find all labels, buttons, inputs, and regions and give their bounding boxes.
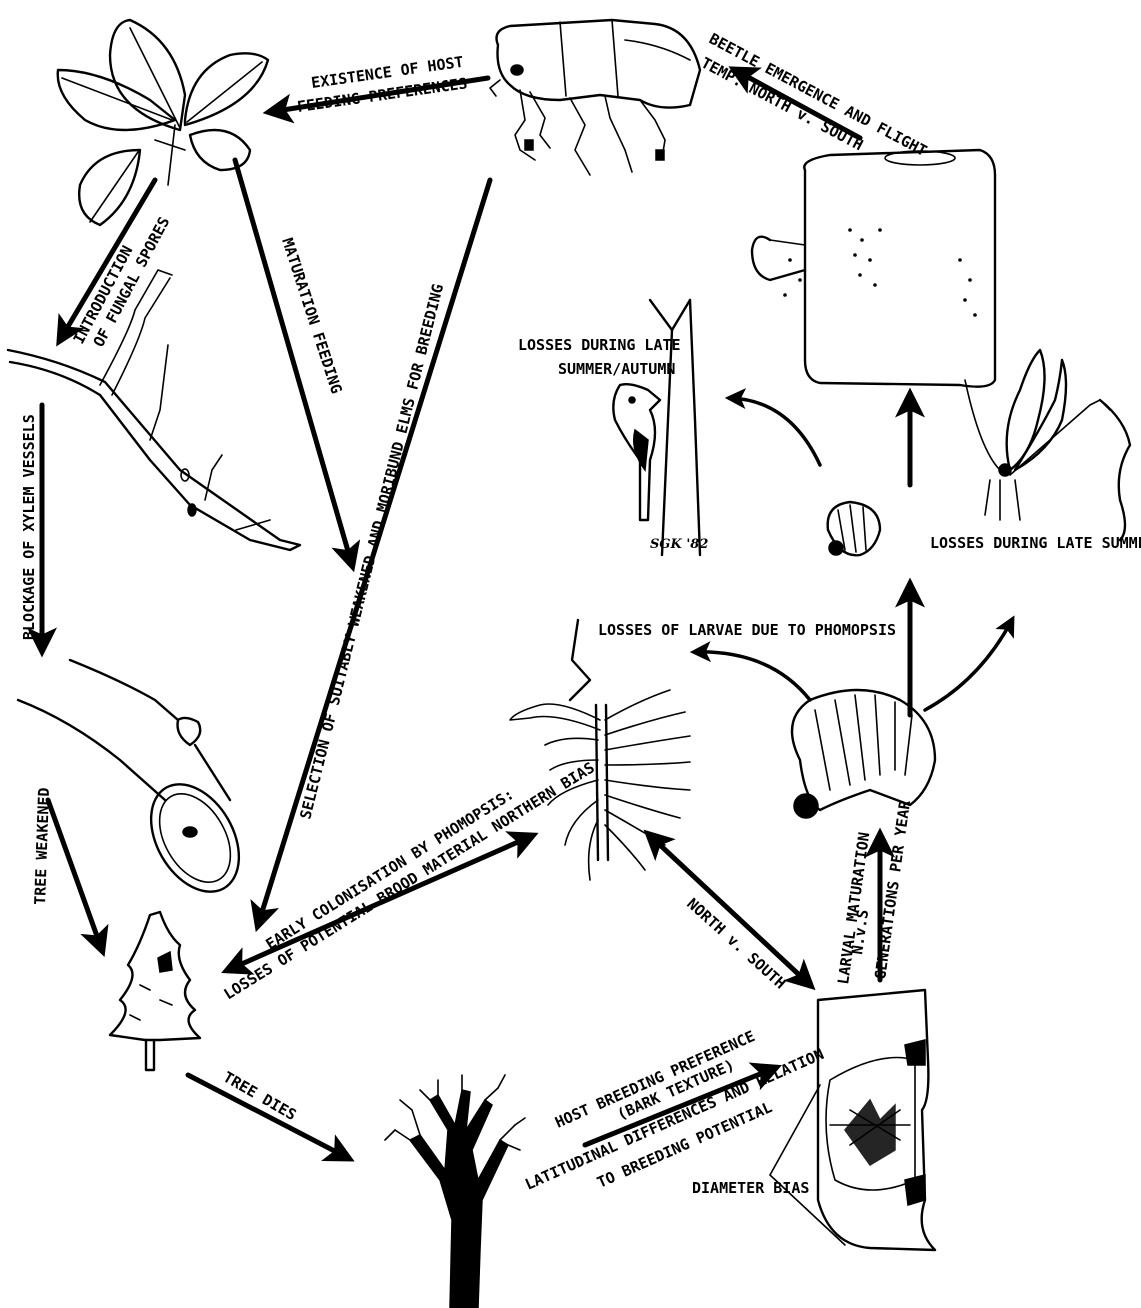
twig-illustration [8, 270, 300, 550]
label-losses-late-summer: LOSSES DURING LATE SUMMER [930, 534, 1141, 552]
dead-tree-illustration [385, 1075, 525, 1308]
larval-galleries-illustration [510, 620, 690, 880]
weakened-tree-illustration [110, 912, 200, 1070]
process-arrows [42, 70, 1012, 1245]
label-maturation-feeding: MATURATION FEEDING [278, 236, 345, 396]
log-emergence-holes-illustration [752, 150, 995, 387]
larva-illustration [792, 690, 935, 818]
arrow-tree-dies [188, 1075, 348, 1158]
arrow-losses-larvae [695, 652, 810, 700]
label-losses-late-summer-autumn-2: SUMMER/AUTUMN [558, 360, 675, 378]
artist-signature: SGK '82 [650, 537, 708, 552]
label-losses-late-summer-autumn-1: LOSSES DURING LATE [518, 336, 681, 354]
label-beetle-emergence-1: BEETLE EMERGENCE AND FLIGHT [706, 30, 930, 160]
elm-leaves-illustration [58, 20, 268, 225]
label-early-colonisation-2: LOSSES OF POTENTIAL BROOD MATERIAL NORTH… [221, 758, 598, 1003]
beetle-illustration [490, 20, 700, 175]
label-north-south: NORTH v. SOUTH [683, 895, 789, 993]
arrow-branch-to-tree [48, 800, 102, 950]
label-diameter-bias: DIAMETER BIAS [692, 1179, 809, 1197]
bark-sample-illustration [818, 990, 935, 1250]
arrow-north-south [660, 845, 810, 985]
emergence-holes [783, 228, 977, 317]
parasitoid-wasp-illustration [965, 350, 1130, 540]
arrow-to-woodpecker [730, 398, 820, 465]
diameter-bias-line-1 [770, 1085, 820, 1175]
arrow-losses-late-summer [925, 620, 1012, 710]
cut-branch-illustration [18, 660, 257, 907]
label-xylem: BLOCKAGE OF XYLEM VESSELS [20, 414, 38, 640]
label-losses-larvae: LOSSES OF LARVAE DUE TO PHOMOPSIS [598, 621, 896, 639]
label-tree-weakened: TREE WEAKENED [31, 787, 53, 905]
small-larva-illustration [828, 502, 880, 555]
